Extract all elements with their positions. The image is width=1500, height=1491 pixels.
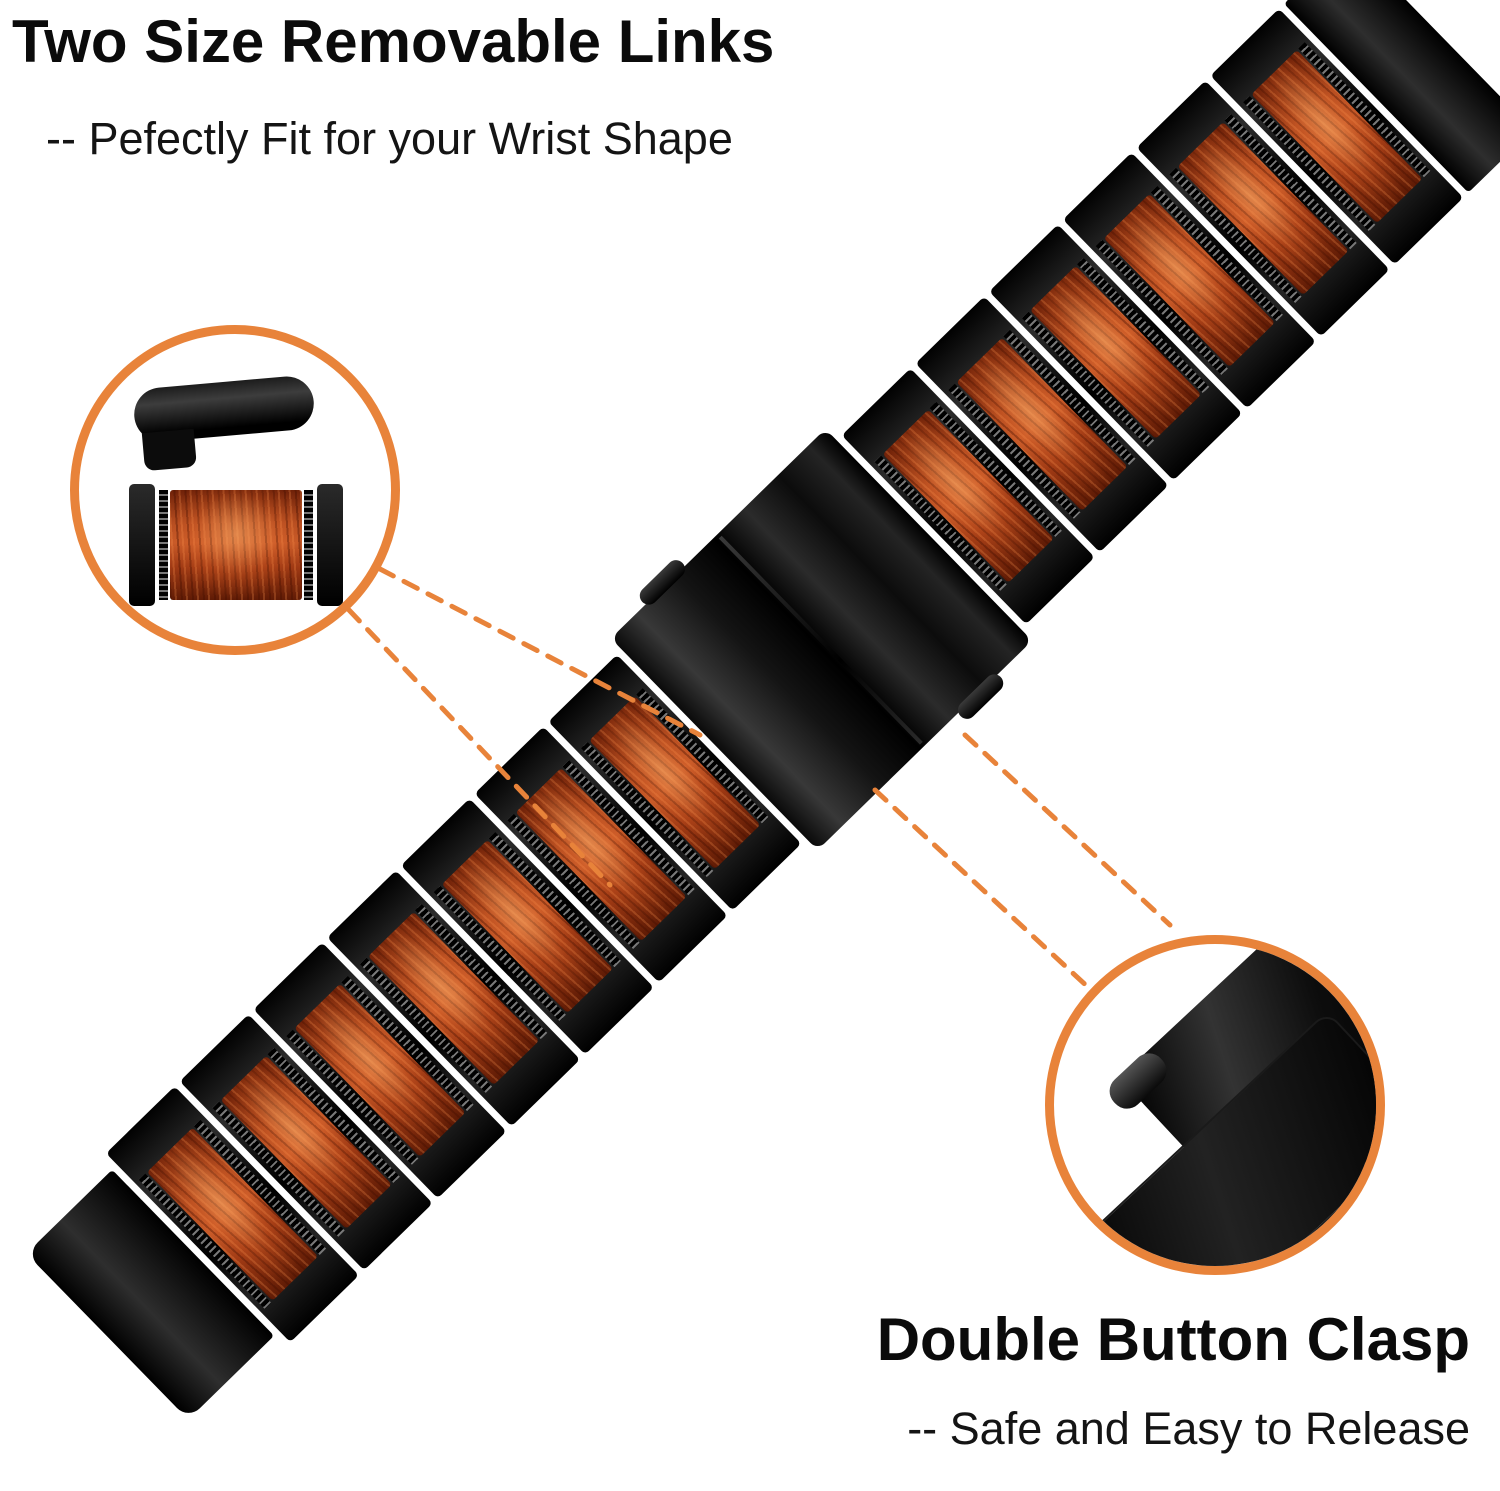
band-links-lower [105,654,802,1343]
subheadline-safe-release: -- Safe and Easy to Release [907,1403,1470,1454]
clasp-button-top [636,556,689,609]
removable-link-detail [129,484,343,606]
link-bracket-left [129,484,155,606]
wood-inlay [170,490,302,600]
clasp-text-block: Double Button Clasp -- Safe and Easy to … [877,1308,1470,1455]
link-bracket-right [317,484,343,606]
band-links-upper [841,8,1464,625]
adapter-foot [141,428,197,472]
link-inlay-detail [159,484,313,606]
clasp-callout-circle [1045,935,1385,1275]
leader-line-clasp-upper [962,732,1173,928]
subheadline-wrist-shape: -- Pefectly Fit for your Wrist Shape [46,113,733,164]
headline-double-button-clasp: Double Button Clasp [876,1306,1470,1373]
clasp-button-bottom [954,670,1007,723]
serrated-clamp [159,490,168,600]
serrated-clamp [304,490,313,600]
leader-line-clasp-lower [872,787,1093,992]
clasp-seam [718,535,923,745]
removable-link-callout-circle [70,325,400,655]
spring-bar-adapter-detail [131,374,317,472]
headline-removable-links: Two Size Removable Links [12,8,775,75]
removable-links-text-block: Two Size Removable Links -- Pefectly Fit… [12,10,774,165]
